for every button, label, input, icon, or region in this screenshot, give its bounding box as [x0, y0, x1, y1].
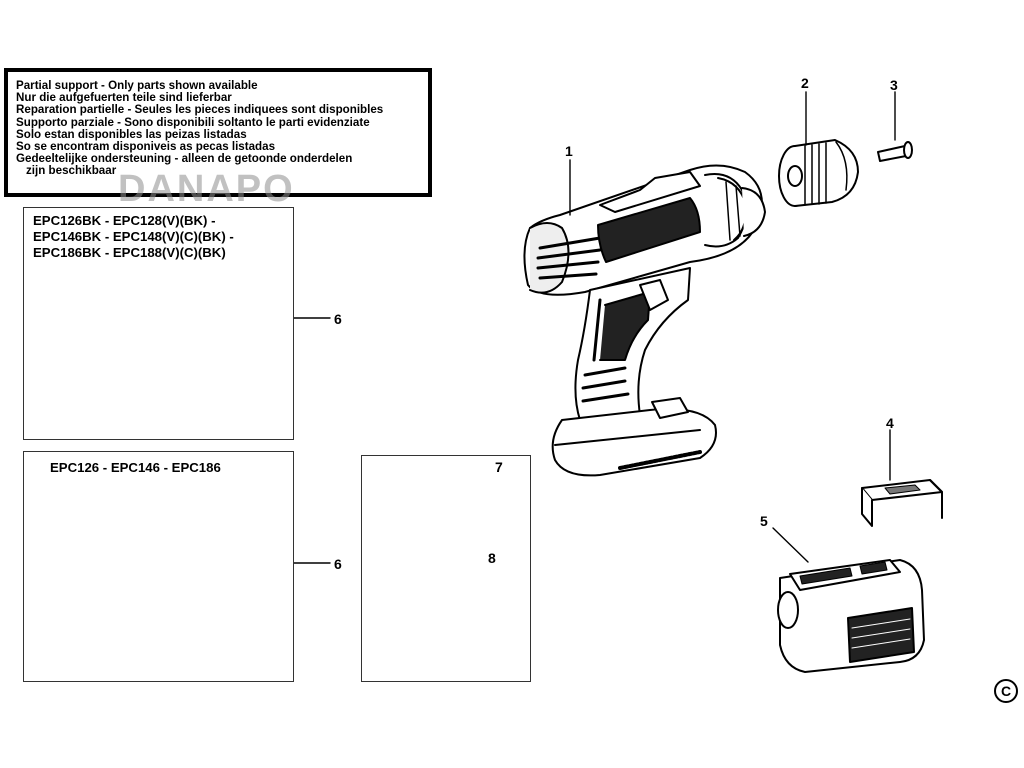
copyright-symbol: C — [994, 679, 1018, 703]
notice-line: Solo estan disponibles las peizas listad… — [16, 127, 247, 141]
partial-support-notice: Partial support - Only parts shown avail… — [4, 68, 432, 197]
callout-drill: 1 — [565, 143, 573, 159]
callout-clip: 4 — [886, 415, 894, 431]
notice-line: Supporto parziale - Sono disponibili sol… — [16, 115, 370, 129]
callout-battery: 5 — [760, 513, 768, 529]
model-line: EPC186BK - EPC188(V)(C)(BK) — [33, 245, 226, 260]
notice-line: zijn beschikbaar — [26, 164, 117, 178]
callout-screw: 3 — [890, 77, 898, 93]
callout-chuck: 2 — [801, 75, 809, 91]
callout-charger-b: 6 — [334, 556, 342, 572]
notice-line: Nur die aufgefuerten teile sind lieferba… — [16, 91, 232, 105]
notice-line: Partial support - Only parts shown avail… — [16, 79, 258, 92]
clip-illustration — [861, 479, 943, 527]
battery-illustration — [777, 559, 925, 673]
model-line: EPC126BK - EPC128(V)(BK) - — [33, 213, 216, 228]
screw-illustration — [877, 141, 913, 162]
switch-box — [361, 455, 531, 682]
adapter-model-list: EPC126 - EPC146 - EPC186 — [50, 460, 221, 475]
callout-label: 7 — [495, 459, 503, 475]
chuck-illustration — [778, 139, 859, 207]
notice-line: So se encontram disponiveis as pecas lis… — [16, 140, 276, 154]
charger-box — [23, 207, 294, 440]
callout-switch: 8 — [488, 550, 496, 566]
notice-line: Reparation partielle - Seules les pieces… — [16, 103, 384, 117]
watermark-logo: DANAPO — [118, 168, 295, 210]
callout-charger-a: 6 — [334, 311, 342, 327]
model-line: EPC146BK - EPC148(V)(C)(BK) - — [33, 229, 234, 244]
drill-illustration — [523, 164, 766, 477]
notice-line: Gedeeltelijke ondersteuning - alleen de … — [16, 152, 353, 166]
charger-model-list: EPC126BK - EPC128(V)(BK) - EPC146BK - EP… — [33, 213, 234, 261]
adapter-box — [23, 451, 294, 682]
